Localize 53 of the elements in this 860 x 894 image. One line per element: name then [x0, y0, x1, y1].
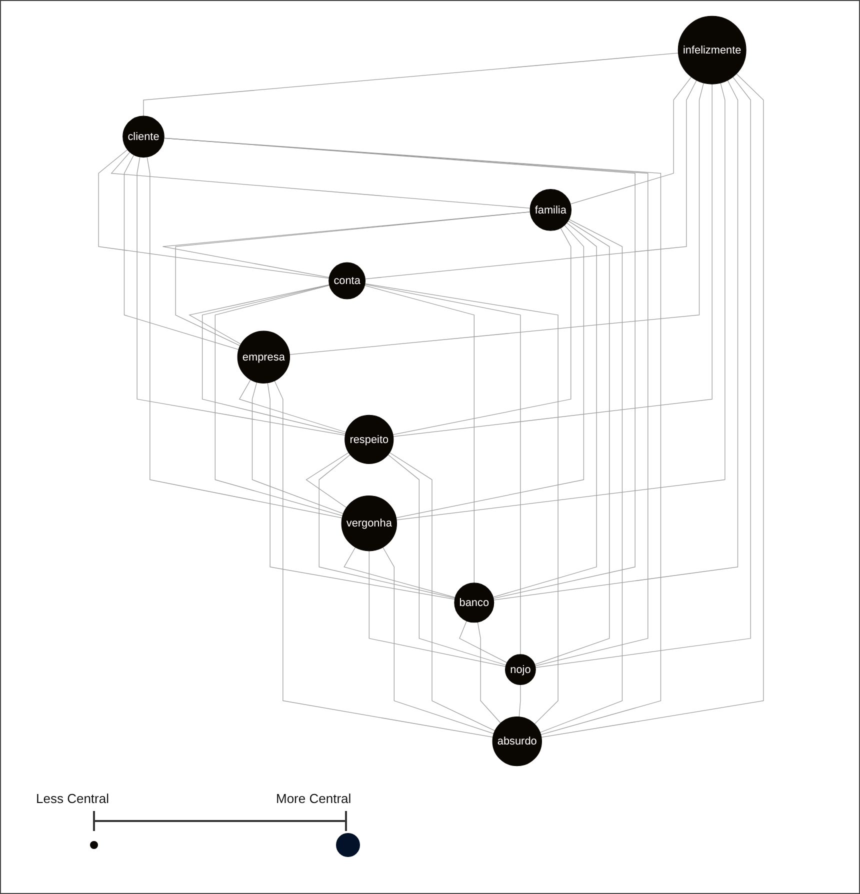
connector	[143, 52, 679, 116]
connector	[238, 379, 346, 433]
connector	[541, 73, 764, 738]
connector	[274, 380, 494, 738]
connector	[289, 82, 704, 355]
connector	[267, 382, 456, 600]
connector	[175, 212, 530, 346]
node-circle: respeito	[344, 414, 394, 464]
scale-label: More Central	[276, 791, 352, 806]
connector	[518, 684, 521, 718]
connector	[202, 284, 346, 434]
node-circle: infelizmente	[678, 16, 746, 84]
connector	[540, 219, 623, 733]
connector	[124, 154, 240, 350]
connector	[492, 222, 597, 598]
scale-label: Less Central	[36, 791, 109, 806]
connector	[392, 84, 712, 437]
node-circle: conta	[328, 262, 366, 300]
node-circle: vergonha	[341, 495, 398, 552]
connector	[388, 454, 506, 666]
connector	[188, 284, 330, 345]
connector	[146, 156, 342, 518]
connector	[110, 152, 530, 209]
connector	[364, 80, 697, 280]
connector	[368, 550, 506, 667]
connector	[306, 452, 350, 508]
connector	[389, 452, 496, 732]
node-circle: cliente	[122, 116, 164, 158]
connector	[535, 76, 751, 668]
connector	[364, 283, 558, 724]
connector	[318, 454, 456, 599]
connector	[252, 382, 344, 514]
node-circle: absurdo	[492, 716, 542, 766]
node-circle: familia	[530, 189, 572, 231]
connector	[344, 546, 456, 598]
connector	[382, 546, 494, 734]
connector	[392, 228, 572, 436]
connector	[98, 149, 330, 279]
connector	[570, 76, 692, 204]
connector	[396, 224, 584, 518]
connector	[364, 285, 474, 584]
connector	[459, 620, 508, 663]
node-circle: banco	[454, 582, 494, 623]
connector	[493, 80, 738, 600]
node-circle: empresa	[237, 330, 290, 384]
connector	[162, 212, 530, 278]
connector	[214, 285, 343, 516]
connector	[136, 156, 346, 436]
node-circle: nojo	[505, 654, 536, 686]
connector	[396, 82, 726, 520]
connector	[364, 284, 521, 655]
connector	[534, 220, 610, 665]
connector	[477, 622, 502, 724]
